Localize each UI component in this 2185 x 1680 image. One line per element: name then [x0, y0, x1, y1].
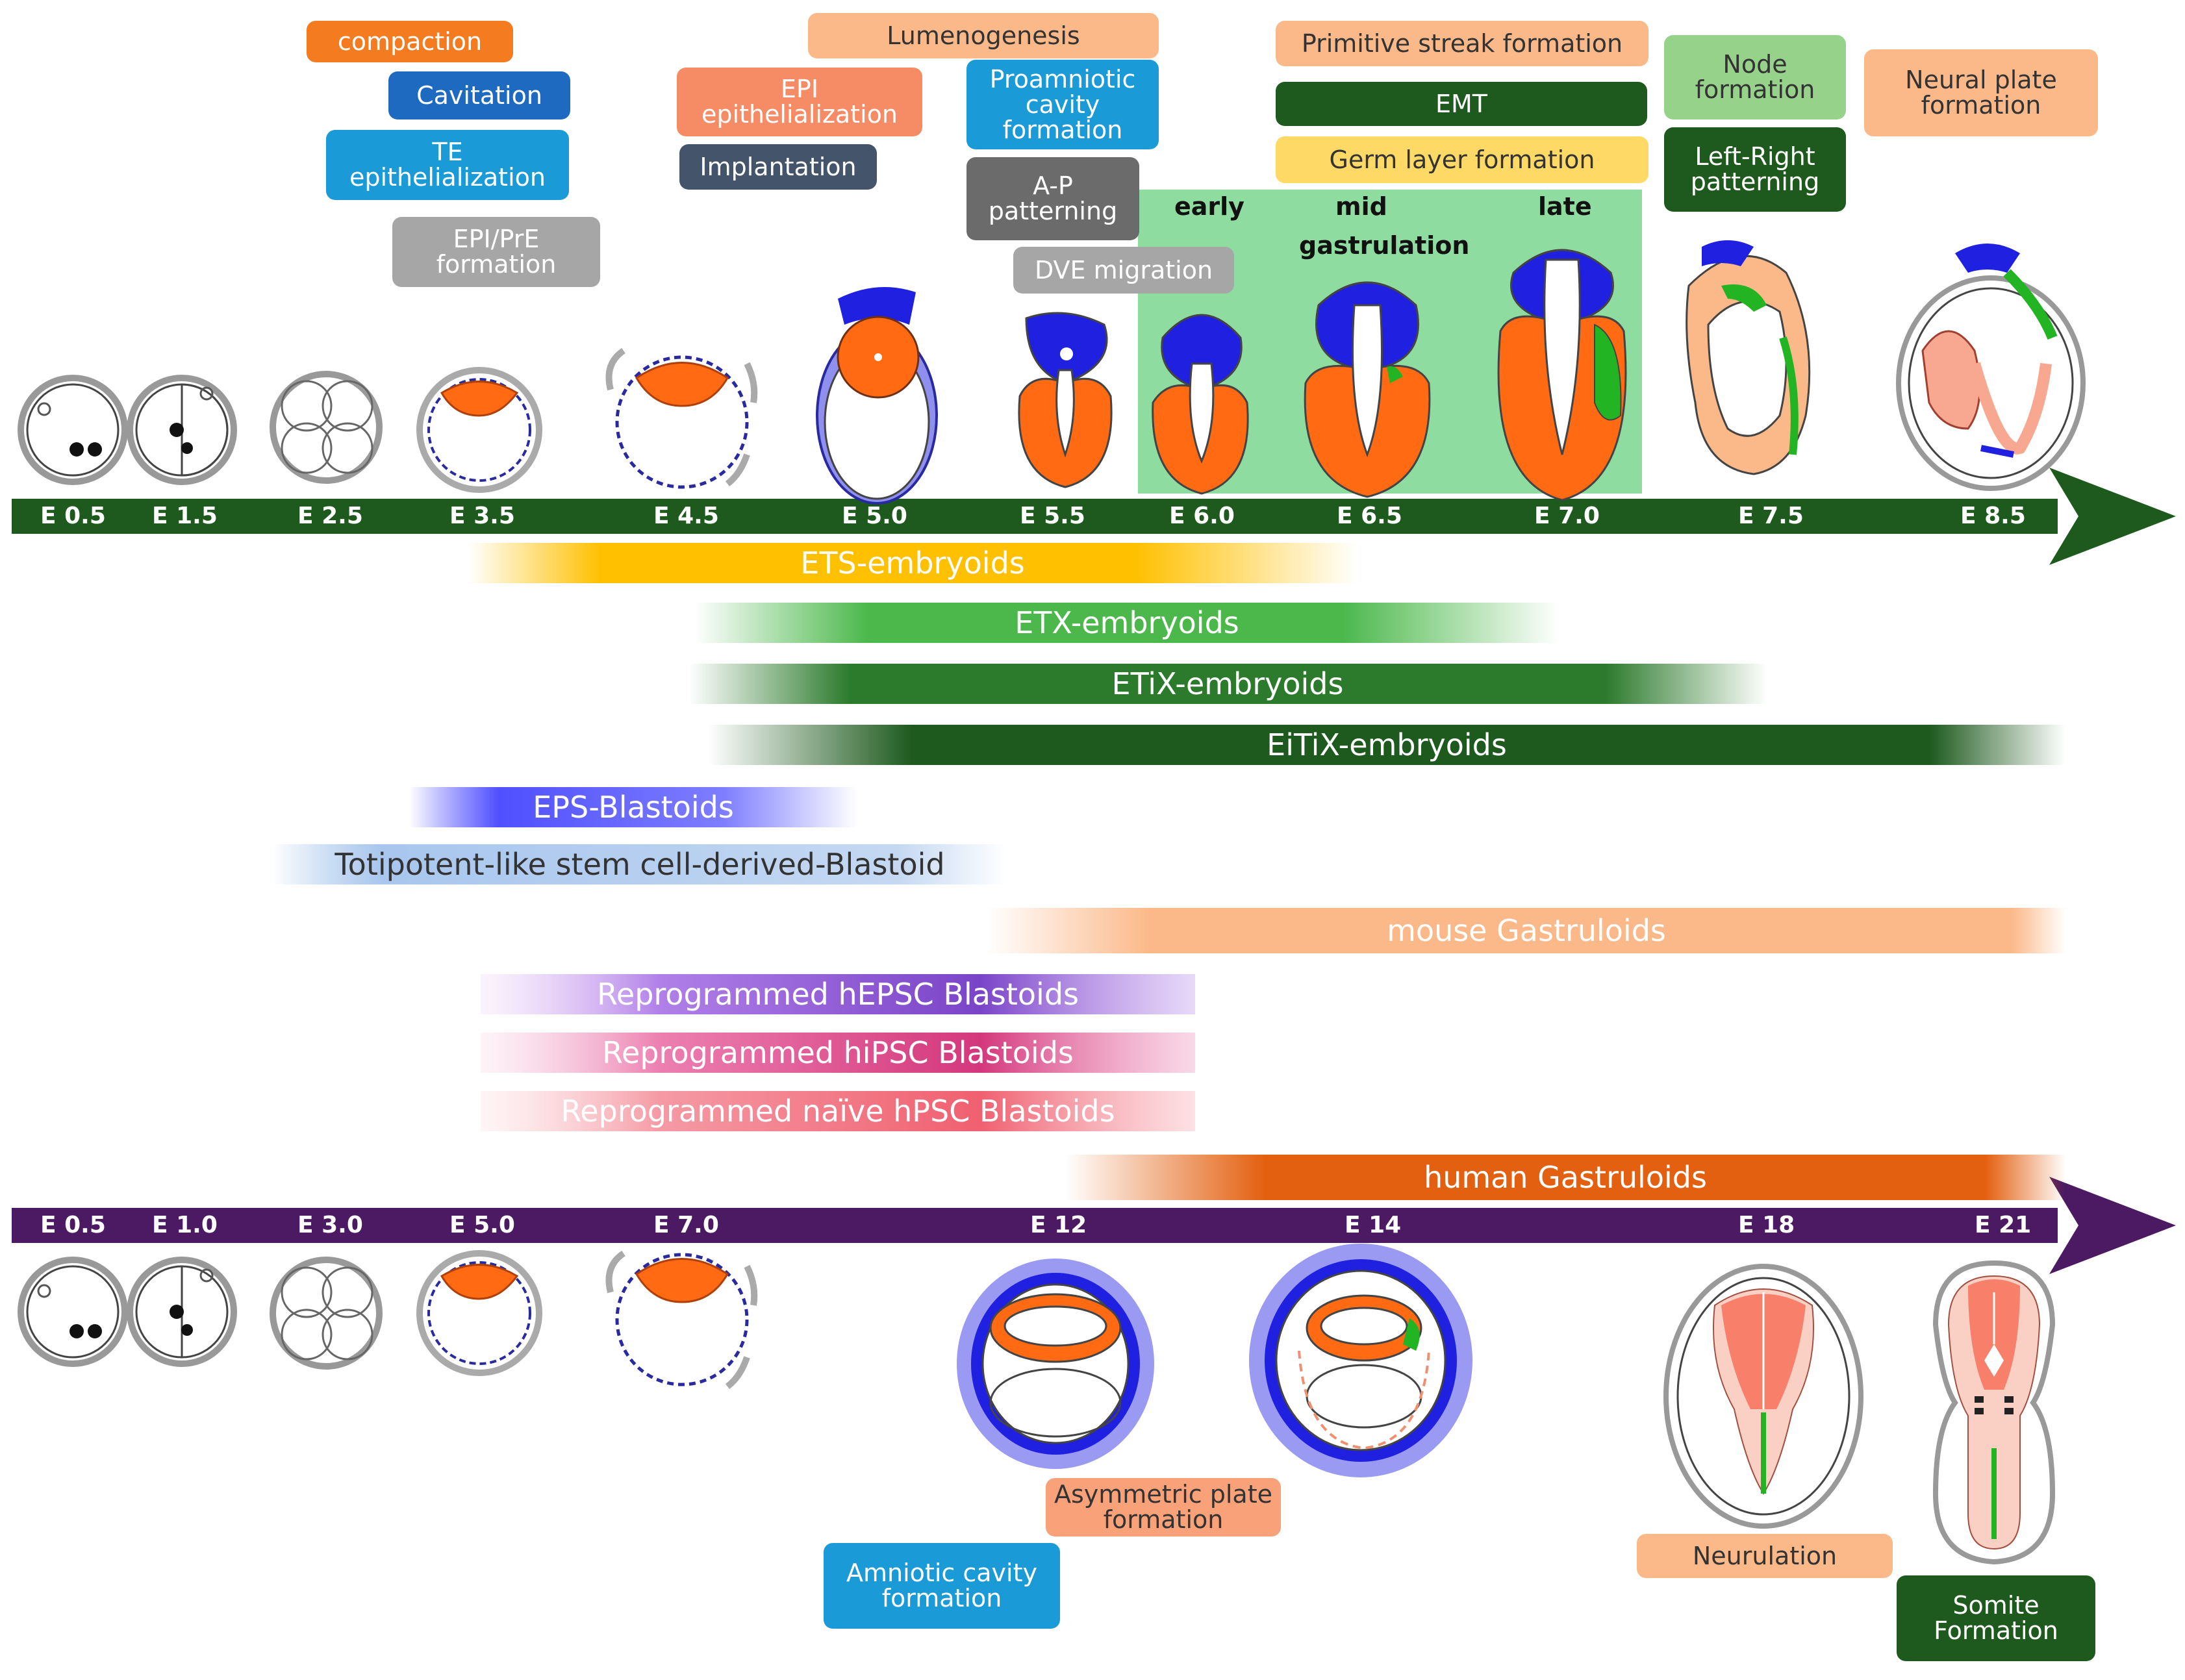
naive-hpsc-blastoids-label: Reprogrammed naïve hPSC Blastoids — [561, 1094, 1115, 1129]
human-stage-label: E 21 — [1975, 1212, 2032, 1238]
node-formation-label: Node formation — [1664, 35, 1846, 119]
gastrulation-mid-label: mid — [1335, 192, 1387, 221]
ap-patterning-label: A-P patterning — [966, 157, 1139, 240]
te-epithelialization-label: TE epithelialization — [326, 130, 569, 200]
implantation-label: Implantation — [679, 144, 877, 190]
etx-embryoids-label: ETX-embryoids — [1015, 605, 1239, 640]
cavitation-label: Cavitation — [388, 71, 570, 119]
human-stage-label: E 18 — [1738, 1212, 1795, 1238]
human-stage-label: E 5.0 — [449, 1212, 515, 1238]
amniotic-cavity-label: Amniotic cavity formation — [824, 1543, 1060, 1629]
germ-layer-label: Germ layer formation — [1276, 136, 1648, 183]
human-embryo-e50 — [416, 1250, 542, 1376]
mouse-embryo-e50 — [816, 287, 938, 505]
hepsc-blastoids-label: Reprogrammed hEPSC Blastoids — [597, 977, 1079, 1012]
mouse-stage-label: E 6.5 — [1337, 503, 1402, 529]
left-right-label: Left-Right patterning — [1664, 127, 1846, 212]
human-embryo-e05 — [18, 1257, 128, 1367]
mouse-embryo-e25 — [270, 371, 383, 484]
human-embryo-e18 — [1663, 1264, 1863, 1529]
mouse-stage-label: E 0.5 — [40, 503, 106, 529]
mouse-stage-label: E 1.5 — [152, 503, 218, 529]
mouse-stage-label: E 6.0 — [1169, 503, 1235, 529]
eps-blastoids-label: EPS-Blastoids — [533, 790, 734, 825]
mouse-stage-label: E 2.5 — [297, 503, 363, 529]
mouse-stage-label: E 5.5 — [1020, 503, 1085, 529]
mouse-gastruloids-bar — [987, 908, 2065, 953]
hipsc-bar — [481, 1033, 1195, 1073]
mouse-embryo-e55 — [1018, 312, 1113, 488]
mouse-embryo-e65 — [1304, 281, 1431, 498]
naive-bar — [481, 1091, 1195, 1131]
epi-epithelialization-label: EPI epithelialization — [677, 68, 922, 136]
mouse-stage-label: E 5.0 — [842, 503, 907, 529]
mouse-embryo-e60 — [1152, 314, 1249, 495]
human-embryo-e21 — [1932, 1260, 2056, 1565]
hepsc-bar — [481, 974, 1195, 1014]
mouse-embryo-e15 — [127, 375, 237, 485]
ets-bar — [468, 543, 1358, 583]
neural-plate-label: Neural plate formation — [1864, 49, 2098, 136]
human-embryo-e14 — [1249, 1244, 1472, 1477]
totipotent-blastoid-label: Totipotent-like stem cell-derived-Blasto… — [335, 847, 945, 882]
human-gastruloids-label: human Gastruloids — [1424, 1160, 1707, 1195]
mouse-stage-label: E 7.5 — [1738, 503, 1804, 529]
mouse-embryo-e05 — [18, 375, 128, 485]
human-embryo-e70 — [605, 1250, 758, 1389]
gastrulation-late-label: late — [1538, 192, 1592, 221]
human-embryo-e30 — [270, 1257, 383, 1370]
human-stage-label: E 14 — [1345, 1212, 1402, 1238]
mouse-embryo-e75 — [1686, 240, 1811, 475]
human-stage-label: E 7.0 — [653, 1212, 719, 1238]
asymmetric-plate-label: Asymmetric plate formation — [1046, 1478, 1281, 1536]
gastrulation-early-label: early — [1174, 192, 1244, 221]
mouse-axis-arrow — [12, 468, 2176, 565]
totipotent-bar — [273, 844, 1007, 884]
gastrulation-word-label: gastrulation — [1299, 231, 1470, 260]
human-stage-label: E 12 — [1030, 1212, 1087, 1238]
mouse-stage-label: E 8.5 — [1960, 503, 2026, 529]
mouse-embryo-e85 — [1896, 244, 2086, 491]
emt-label: EMT — [1276, 82, 1647, 126]
mouse-embryo-e70 — [1497, 249, 1627, 501]
epi-pre-formation-label: EPI/PrE formation — [392, 217, 600, 287]
lumenogenesis-label: Lumenogenesis — [808, 13, 1159, 58]
mouse-stage-label: E 3.5 — [449, 503, 515, 529]
human-stage-label: E 1.0 — [152, 1212, 218, 1238]
eitix-bar — [708, 725, 2065, 765]
human-axis-arrow — [12, 1177, 2176, 1274]
hipsc-blastoids-label: Reprogrammed hiPSC Blastoids — [602, 1035, 1074, 1070]
etx-bar — [695, 603, 1559, 643]
mouse-stage-label: E 4.5 — [653, 503, 719, 529]
human-embryo-e12 — [957, 1259, 1154, 1469]
primitive-streak-label: Primitive streak formation — [1276, 21, 1648, 66]
human-stage-label: E 0.5 — [40, 1212, 106, 1238]
human-stage-label: E 3.0 — [297, 1212, 363, 1238]
neurulation-label: Neurulation — [1637, 1534, 1893, 1578]
mouse-embryo-e35 — [416, 367, 542, 493]
proamniotic-label: Proamniotic cavity formation — [966, 60, 1159, 149]
mouse-stage-label: E 7.0 — [1534, 503, 1600, 529]
human-embryo-e10 — [127, 1257, 237, 1367]
human-gastruloids-bar — [1065, 1155, 2065, 1200]
mouse-gastruloids-label: mouse Gastruloids — [1387, 913, 1666, 948]
compaction-label: compaction — [307, 21, 513, 62]
dve-migration-label: DVE migration — [1013, 247, 1234, 294]
eps-bar — [409, 787, 857, 827]
eitix-embryoids-label: EiTiX-embryoids — [1267, 727, 1507, 762]
mouse-embryo-e45 — [605, 347, 758, 489]
etix-embryoids-label: ETiX-embryoids — [1111, 666, 1344, 701]
ets-embryoids-label: ETS-embryoids — [800, 545, 1025, 581]
somite-formation-label: Somite Formation — [1897, 1575, 2095, 1661]
etix-bar — [688, 664, 1767, 704]
